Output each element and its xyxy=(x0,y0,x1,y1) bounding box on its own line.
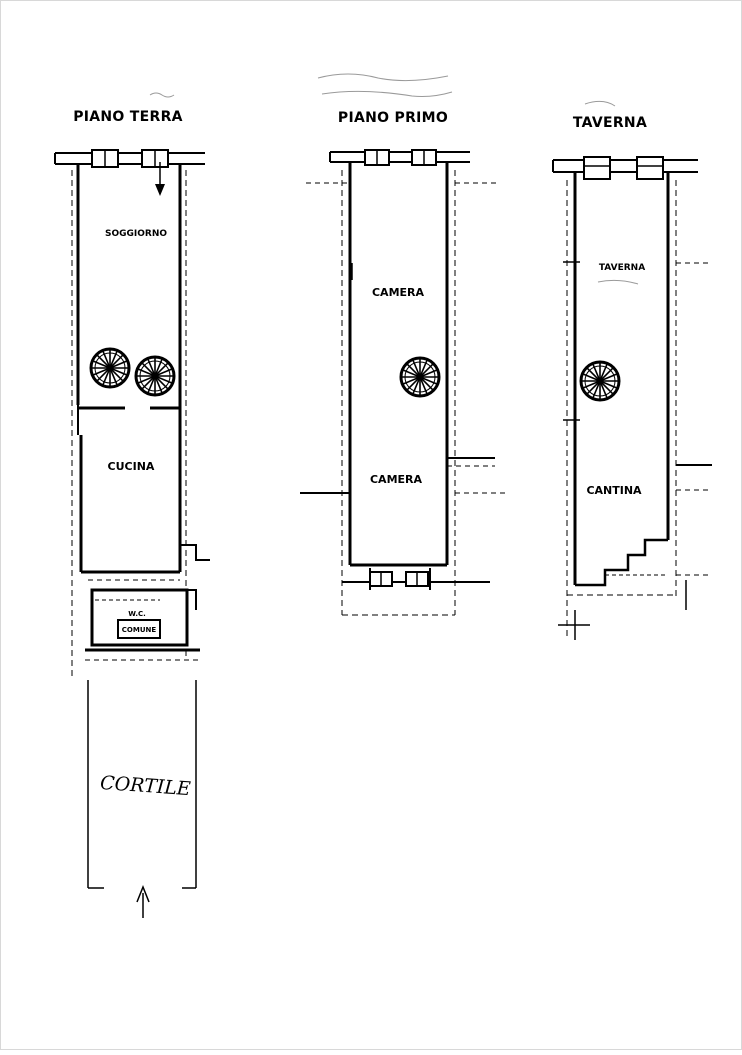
plan-title-piano-terra: PIANO TERRA xyxy=(73,109,183,125)
room-label-soggiorno: SOGGIORNO xyxy=(105,229,167,239)
scan-smudges xyxy=(149,73,639,285)
room-label-wc: W.C. xyxy=(128,610,146,618)
window-icon xyxy=(583,156,611,180)
window-icon xyxy=(411,149,437,166)
room-label-cantina: CANTINA xyxy=(586,484,642,497)
walls-taverna xyxy=(552,159,712,640)
plan-title-piano-primo: PIANO PRIMO xyxy=(338,110,448,126)
plan-title-taverna: TAVERNA xyxy=(573,115,647,131)
room-label-camera-1: CAMERA xyxy=(372,286,425,299)
walls-piano-terra xyxy=(54,152,210,889)
window-icon xyxy=(141,149,169,168)
plan-piano-terra: PIANO TERRA xyxy=(54,109,210,918)
arrow-down-icon xyxy=(155,162,165,196)
window-icon xyxy=(636,156,664,180)
walls-piano-primo xyxy=(300,151,505,616)
room-label-cucina: CUCINA xyxy=(108,460,155,473)
plan-taverna: TAVERNA xyxy=(552,115,712,640)
room-label-comune: COMUNE xyxy=(122,626,157,634)
room-label-camera-2: CAMERA xyxy=(370,473,423,486)
window-icon xyxy=(369,571,393,587)
window-icon xyxy=(405,571,429,587)
plan-piano-primo: PIANO PRIMO xyxy=(300,110,505,616)
room-label-taverna: TAVERNA xyxy=(599,263,645,273)
arrow-up-icon xyxy=(136,884,150,918)
window-icon xyxy=(91,149,119,168)
window-icon xyxy=(364,149,390,166)
